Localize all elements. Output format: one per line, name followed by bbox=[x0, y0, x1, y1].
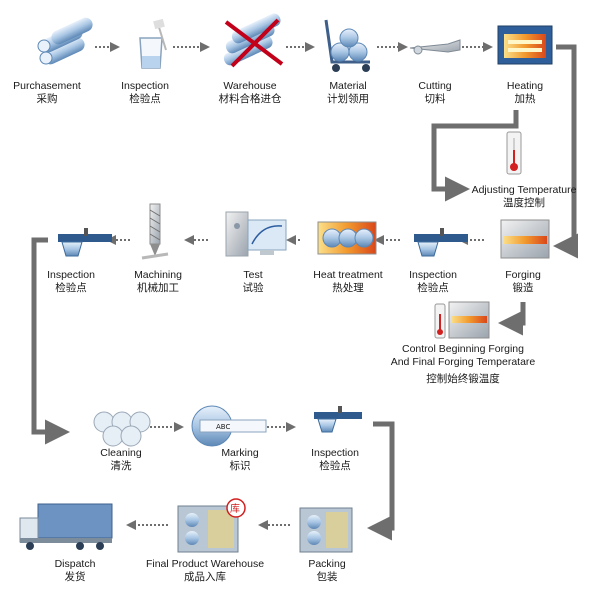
step-label-en: Machining bbox=[134, 269, 182, 281]
hand-truck-icon bbox=[324, 19, 370, 72]
forging-die-icon bbox=[500, 219, 550, 259]
step-label-zh: 清洗 bbox=[110, 460, 132, 472]
box-icon bbox=[299, 507, 353, 553]
step-label-en-1: Control Beginning Forging bbox=[402, 343, 524, 355]
step-label-en: Cutting bbox=[418, 80, 452, 92]
route-arrows bbox=[31, 44, 578, 541]
step-label-en: Heat treatment bbox=[313, 269, 383, 281]
step-machining: Machining 机械加工 bbox=[123, 269, 193, 295]
heat-treatment-tray-icon bbox=[317, 221, 377, 255]
step-label-zh: 标识 bbox=[229, 460, 251, 472]
step-packing: Packing 包装 bbox=[292, 558, 362, 584]
coil-bundle-icon bbox=[93, 411, 151, 447]
thermometer-die-icon bbox=[434, 301, 490, 339]
connector-arrows bbox=[95, 42, 493, 530]
step-label-en: Inspection bbox=[409, 269, 457, 281]
thermometer-icon bbox=[506, 131, 522, 175]
step-label-zh: 切料 bbox=[424, 93, 446, 105]
step-label-en: Forging bbox=[505, 269, 541, 281]
step-control-forging-temperature: Control Beginning Forging And Final Forg… bbox=[388, 343, 538, 386]
step-label-zh: 温度控制 bbox=[503, 197, 545, 209]
step-label-en: Packing bbox=[308, 558, 346, 570]
step-label-zh: 检验点 bbox=[129, 93, 161, 105]
step-dispatch: Dispatch 发货 bbox=[40, 558, 110, 584]
step-label-en: Material bbox=[329, 80, 367, 92]
step-test: Test 试验 bbox=[218, 269, 288, 295]
step-label-en: Purchasement bbox=[13, 80, 81, 92]
step-label-zh: 试验 bbox=[242, 282, 264, 294]
step-inspection-1: Inspection 检验点 bbox=[110, 80, 180, 106]
step-label-en: Adjusting Temperature bbox=[471, 184, 577, 196]
step-label-en: Inspection bbox=[121, 80, 169, 92]
caliper-icon bbox=[58, 228, 112, 257]
step-label-zh: 热处理 bbox=[332, 282, 364, 294]
step-marking: Marking 标识 bbox=[205, 447, 275, 473]
step-label-zh: 采购 bbox=[36, 93, 58, 105]
step-inspection-3: Inspection 检验点 bbox=[36, 269, 106, 295]
warehouse-stamp-text: 库 bbox=[230, 502, 240, 515]
step-cleaning: Cleaning 清洗 bbox=[86, 447, 156, 473]
step-label-en: Inspection bbox=[311, 447, 359, 459]
step-label-zh: 锻造 bbox=[512, 282, 534, 294]
drill-bit-icon bbox=[141, 203, 169, 260]
caliper-icon bbox=[414, 228, 468, 257]
step-label-en: Test bbox=[243, 269, 263, 281]
step-material: Material 计划领用 bbox=[313, 80, 383, 106]
step-heating: Heating 加热 bbox=[490, 80, 560, 106]
step-label-zh: 包装 bbox=[316, 571, 338, 583]
step-inspection-4: Inspection 检验点 bbox=[300, 447, 370, 473]
step-heat-treatment: Heat treatment 热处理 bbox=[303, 269, 393, 295]
step-label-en: Final Product Warehouse bbox=[145, 558, 265, 570]
step-cutting: Cutting 切料 bbox=[400, 80, 470, 106]
step-warehouse: Warehouse 材料合格进仓 bbox=[205, 80, 295, 106]
step-label-zh: 加热 bbox=[514, 93, 536, 105]
step-purchasement: Purchasement 采购 bbox=[12, 80, 82, 106]
step-label-zh: 计划领用 bbox=[327, 93, 369, 105]
step-label-zh: 控制始终锻温度 bbox=[426, 373, 500, 385]
step-inspection-2: Inspection 检验点 bbox=[398, 269, 468, 295]
step-label-zh: 检验点 bbox=[55, 282, 87, 294]
rejected-pipes-icon bbox=[223, 13, 284, 68]
step-label-en: Cleaning bbox=[100, 447, 142, 459]
computer-icon bbox=[225, 211, 287, 257]
step-label-zh: 检验点 bbox=[417, 282, 449, 294]
box-icon: 库 bbox=[177, 498, 246, 553]
step-label-zh: 成品入库 bbox=[184, 571, 226, 583]
step-final-product-warehouse: Final Product Warehouse 成品入库 bbox=[140, 558, 270, 584]
furnace-icon bbox=[497, 25, 553, 65]
step-label-en: Dispatch bbox=[54, 558, 96, 570]
step-adjusting-temperature: Adjusting Temperature 温度控制 bbox=[463, 184, 585, 210]
step-label-en: Inspection bbox=[47, 269, 95, 281]
step-label-zh: 机械加工 bbox=[137, 282, 179, 294]
step-label-en: Marking bbox=[221, 447, 259, 459]
step-label-en: Heating bbox=[506, 80, 544, 92]
step-forging: Forging 锻造 bbox=[488, 269, 558, 295]
pipes-icon bbox=[37, 17, 93, 65]
truck-icon bbox=[19, 503, 113, 550]
beaker-icon bbox=[139, 18, 167, 69]
marking-tag-text: ABC bbox=[216, 423, 230, 431]
step-label-en: Warehouse bbox=[223, 80, 277, 92]
step-label-zh: 材料合格进仓 bbox=[218, 93, 282, 105]
step-label-en-2: And Final Forging Temperatare bbox=[390, 356, 536, 368]
caliper-icon bbox=[314, 406, 362, 433]
marked-pipe-icon: ABC bbox=[191, 405, 267, 447]
cutter-icon bbox=[409, 39, 461, 55]
step-label-zh: 检验点 bbox=[319, 460, 351, 472]
step-label-zh: 发货 bbox=[64, 571, 86, 583]
